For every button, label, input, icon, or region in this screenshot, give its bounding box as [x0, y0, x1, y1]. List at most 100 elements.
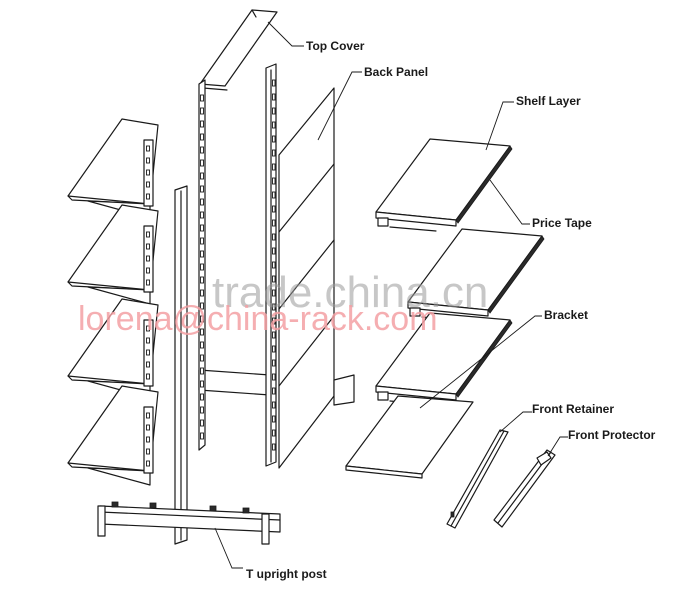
t-upright-post — [97, 185, 281, 545]
plate-slot — [146, 412, 150, 419]
upright-slot — [200, 341, 204, 349]
front-retainer — [446, 429, 509, 529]
shelf-bracket — [87, 467, 151, 486]
shelf-hook — [377, 217, 389, 227]
upright-slot — [200, 354, 204, 362]
plate-slot — [146, 361, 150, 368]
shelf-back-edge — [407, 301, 489, 317]
price-tape — [455, 145, 513, 224]
upright-slot — [200, 120, 204, 128]
plate-slot — [146, 325, 150, 332]
upright-slot — [200, 250, 204, 258]
plate-slot — [146, 181, 150, 188]
shelf-hook — [409, 307, 421, 317]
shelf-assembled — [67, 118, 159, 219]
plate-slot — [146, 460, 150, 467]
upright-slot — [272, 219, 276, 227]
upright-slot — [200, 367, 204, 375]
label-bracket: Bracket — [544, 308, 588, 322]
watermark-site: trade.china.cn — [212, 268, 488, 317]
shelf-assembled — [67, 204, 159, 305]
upright-slot — [272, 107, 276, 115]
exploded-shelf-layers — [345, 138, 545, 479]
upright-slot — [200, 224, 204, 232]
upright-slot — [272, 149, 276, 157]
upright-slot — [200, 94, 204, 102]
upright-slot — [272, 275, 276, 283]
upright-slot — [200, 432, 204, 440]
upright-slot — [200, 276, 204, 284]
label-back-panel: Back Panel — [364, 65, 428, 79]
upright-slot — [200, 159, 204, 167]
label-t-upright-post: T upright post — [246, 567, 327, 581]
plate-slot — [146, 243, 150, 250]
label-top-cover: Top Cover — [306, 39, 365, 53]
upright-slot — [200, 198, 204, 206]
upright-slot — [272, 345, 276, 353]
plate-slot — [146, 436, 150, 443]
upright-slot — [200, 237, 204, 245]
plate-slot — [146, 349, 150, 356]
upright-slot — [272, 233, 276, 241]
top-cover — [199, 9, 278, 91]
price-tape — [455, 319, 513, 398]
upright-slot — [200, 263, 204, 271]
upright-slot — [200, 380, 204, 388]
upright-slot — [200, 146, 204, 154]
shelf-deck — [67, 204, 159, 291]
shelf-bracket — [87, 286, 151, 305]
upright-slot — [272, 317, 276, 325]
upright-slot — [272, 191, 276, 199]
plate-slot — [146, 157, 150, 164]
shelf-layer-bottom — [345, 395, 474, 479]
left-upright — [198, 79, 206, 451]
plate-slot — [146, 193, 150, 200]
upright-slot — [200, 302, 204, 310]
upright-slot — [200, 406, 204, 414]
price-tape — [487, 235, 545, 314]
label-shelf-layer: Shelf Layer — [516, 94, 581, 108]
upright-slot — [272, 177, 276, 185]
upright-slot — [272, 121, 276, 129]
upright-slot — [200, 289, 204, 297]
left-shelves — [67, 118, 159, 486]
upright-slot — [272, 443, 276, 451]
upright-slot — [272, 373, 276, 381]
upright-slot — [272, 135, 276, 143]
upright-slot — [272, 93, 276, 101]
plate-slot — [146, 279, 150, 286]
upright-slot — [272, 79, 276, 87]
shelf-assembled — [67, 385, 159, 486]
plate-slot — [146, 231, 150, 238]
upright-slot — [272, 261, 276, 269]
label-price-tape: Price Tape — [532, 216, 592, 230]
shelf-deck — [67, 385, 159, 472]
label-front-protector: Front Protector — [568, 428, 656, 442]
plate-slot — [146, 448, 150, 455]
shelf-hook — [377, 391, 389, 401]
upright-slot — [200, 315, 204, 323]
upright-slot — [200, 328, 204, 336]
front-protector — [493, 449, 556, 528]
shelf-back-edge — [375, 385, 457, 401]
upright-slot — [272, 401, 276, 409]
shelf-deck — [67, 118, 159, 205]
plate-slot — [146, 337, 150, 344]
shelf-layer — [407, 228, 545, 322]
shelf-front-edge — [345, 465, 423, 479]
upright-slot — [272, 331, 276, 339]
shelf-deck — [345, 395, 474, 475]
upright-slot — [200, 107, 204, 115]
upright-slot — [200, 185, 204, 193]
watermark: trade.china.cn lorena@china-rack.com — [78, 268, 488, 338]
plate-slot — [146, 267, 150, 274]
rear-upright — [265, 63, 277, 467]
upright-slot — [272, 387, 276, 395]
upright-slot — [200, 419, 204, 427]
upright-slot — [272, 303, 276, 311]
leader-lines — [214, 21, 568, 569]
upright-slot — [272, 205, 276, 213]
shelf-front-edge — [67, 462, 151, 472]
label-front-retainer: Front Retainer — [532, 402, 614, 416]
